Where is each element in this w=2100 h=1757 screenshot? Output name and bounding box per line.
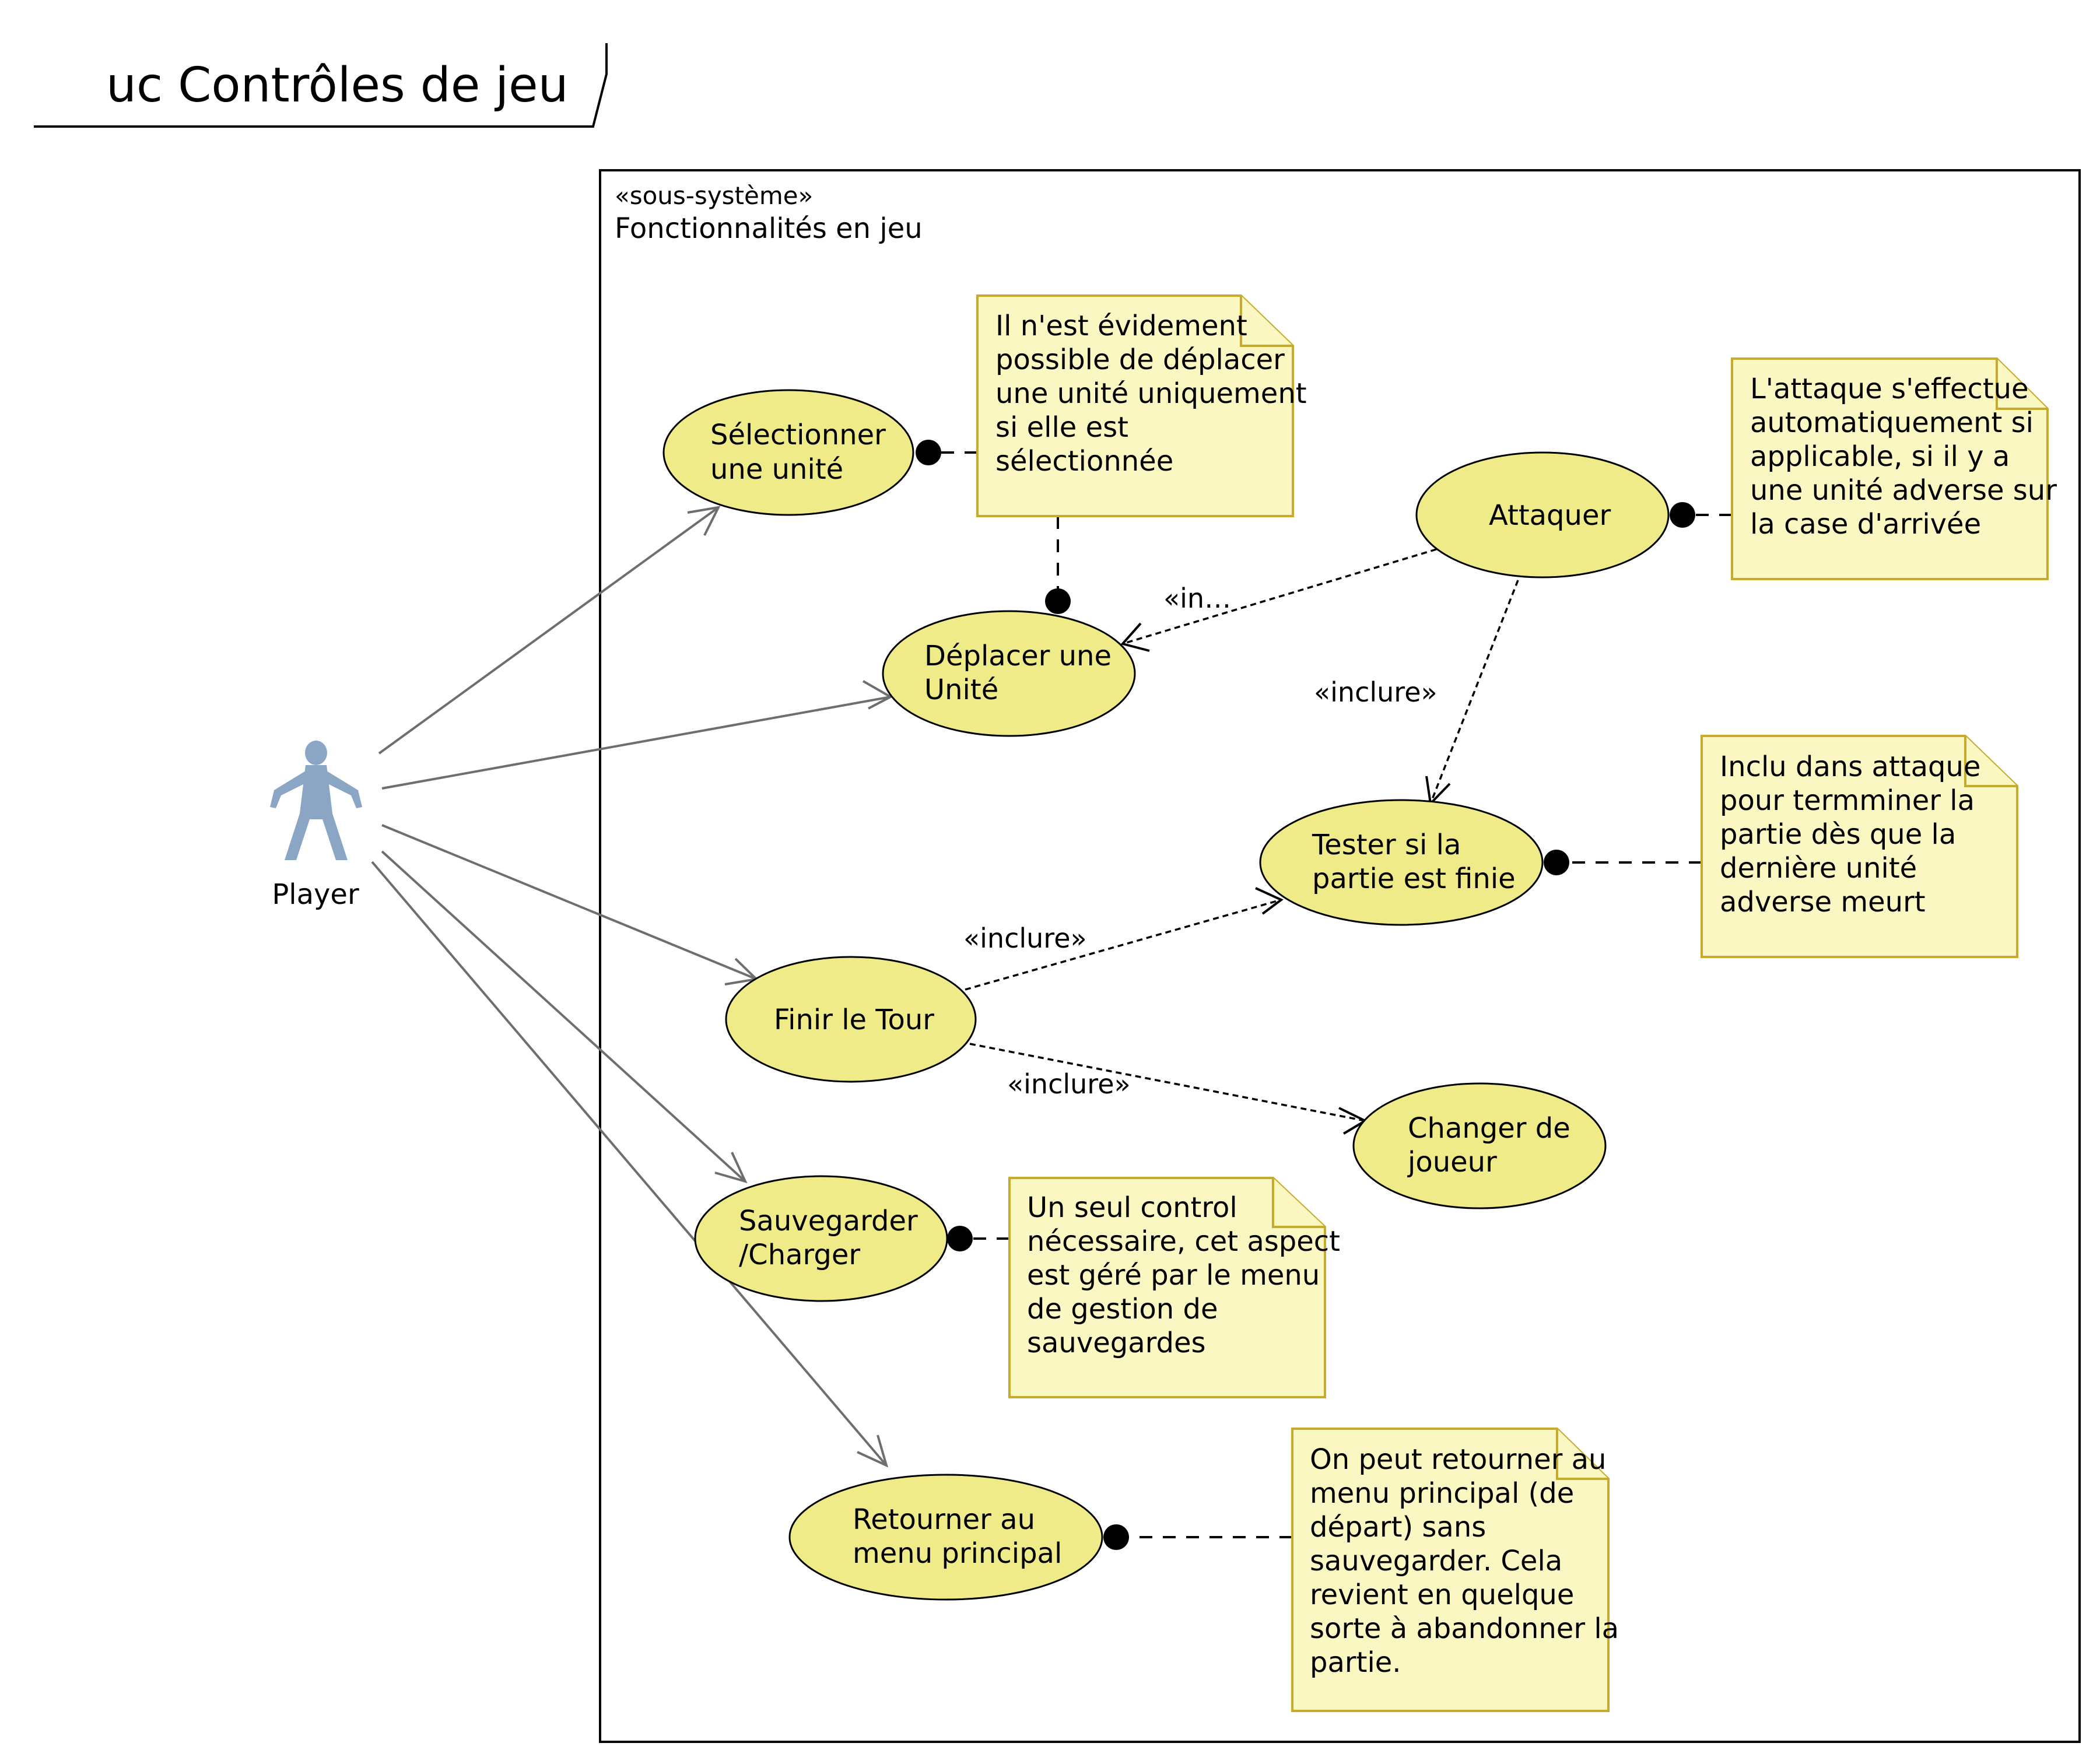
- note-text: L'attaque s'effectue automatiquement si …: [1750, 373, 2066, 541]
- use-case-label: Attaquer: [1489, 499, 1611, 532]
- association-sauvegarder: [381, 850, 746, 1183]
- actor-name: Player: [272, 878, 359, 911]
- use-case-label: Déplacer une Unité: [924, 640, 1120, 706]
- system-name: Fonctionnalités en jeu: [615, 212, 923, 245]
- dependency-attaquer-tester: [1429, 580, 1519, 804]
- note-deplacer: Il n'est évidement possible de déplacer …: [976, 294, 1316, 517]
- note-text: Inclu dans attaque pour termminer la par…: [1720, 751, 1990, 918]
- use-case-selectionner[interactable]: Sélectionner une unité: [662, 389, 914, 516]
- use-case-label: Sélectionner une unité: [710, 419, 895, 486]
- use-case-label: Sauvegarder /Charger: [739, 1205, 927, 1271]
- dependency-label-attaquer-deplacer: «in…: [1163, 583, 1231, 614]
- use-case-sauvegarder[interactable]: Sauvegarder /Charger: [694, 1175, 948, 1302]
- use-case-label: Retourner au menu principal: [853, 1503, 1062, 1570]
- diagram-frame-tab: uc Contrôles de jeu: [34, 43, 608, 128]
- use-case-label: Changer de joueur: [1407, 1112, 1579, 1179]
- actor-associations: [371, 506, 893, 1468]
- dependency-label-finir-tester: «inclure»: [963, 923, 1087, 954]
- dependency-finir-changer: [969, 1043, 1366, 1122]
- note-text: Il n'est évidement possible de déplacer …: [995, 310, 1316, 478]
- note-text: Un seul control nécessaire, cet aspect e…: [1027, 1191, 1349, 1359]
- note-anchors: [916, 440, 1732, 1550]
- use-case-finir[interactable]: Finir le Tour: [725, 956, 977, 1083]
- include-dependencies: «in… «inclure» «inclure» «inclure»: [963, 548, 1519, 1135]
- dependency-finir-tester: [965, 899, 1282, 991]
- system-stereotype: «sous-système»: [615, 181, 813, 210]
- actor-player[interactable]: Player: [270, 741, 362, 911]
- dependency-attaquer-deplacer: [1122, 548, 1437, 645]
- use-case-label: Finir le Tour: [774, 1004, 934, 1036]
- note-inclu: Inclu dans attaque pour termminer la par…: [1701, 735, 2018, 958]
- association-retourner: [371, 861, 888, 1467]
- diagram-title: uc Contrôles de jeu: [106, 58, 569, 113]
- use-case-deplacer[interactable]: Déplacer une Unité: [882, 610, 1136, 737]
- use-case-label: Tester si la partie est finie: [1312, 829, 1516, 895]
- note-text: On peut retourner au menu principal (de …: [1310, 1443, 1628, 1679]
- association-selectionner: [378, 506, 720, 755]
- use-case-attaquer[interactable]: Attaquer: [1415, 451, 1670, 578]
- use-case-tester[interactable]: Tester si la partie est finie: [1259, 799, 1544, 926]
- stick-figure-actor-icon: [270, 741, 362, 860]
- note-attaque: L'attaque s'effectue automatiquement si …: [1731, 357, 2066, 580]
- dependency-label-finir-changer: «inclure»: [1007, 1068, 1131, 1100]
- note-retour: On peut retourner au menu principal (de …: [1291, 1428, 1628, 1712]
- dependency-label-attaquer-tester: «inclure»: [1314, 676, 1438, 708]
- use-case-retourner[interactable]: Retourner au menu principal: [788, 1474, 1103, 1601]
- association-finir: [381, 824, 757, 980]
- association-deplacer: [381, 696, 891, 790]
- use-case-changer[interactable]: Changer de joueur: [1352, 1082, 1607, 1209]
- note-sauvegarde: Un seul control nécessaire, cet aspect e…: [1008, 1177, 1349, 1398]
